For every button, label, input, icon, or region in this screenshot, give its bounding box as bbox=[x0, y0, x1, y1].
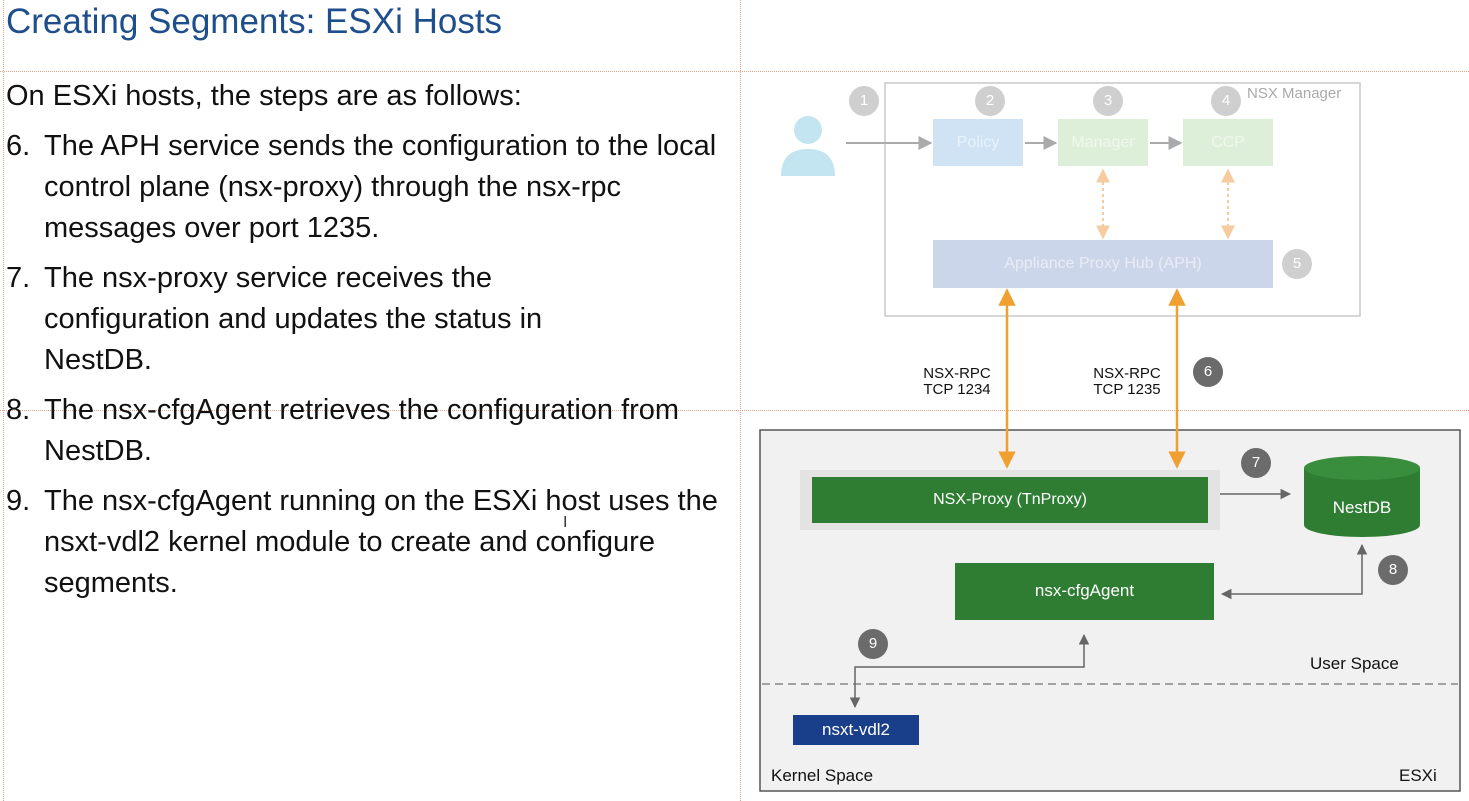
step-number: 6. bbox=[6, 130, 31, 162]
rpc-1235-protocol: NSX-RPC bbox=[1093, 365, 1161, 382]
step-badge-7: 7 bbox=[1241, 448, 1271, 478]
step-item: 9. The nsx-cfgAgent running on the ESXi … bbox=[6, 481, 724, 604]
step-badge-6: 6 bbox=[1193, 357, 1223, 387]
rpc-1235-port: TCP 1235 bbox=[1093, 381, 1161, 398]
nsx-manager-label: NSX Manager bbox=[1247, 85, 1342, 102]
policy-label: Policy bbox=[956, 134, 1000, 151]
step-number: 7. bbox=[6, 262, 31, 294]
aph-label: Appliance Proxy Hub (APH) bbox=[1004, 255, 1202, 272]
rpc-1234-label: NSX-RPC TCP 1234 bbox=[912, 366, 1002, 398]
rpc-1234-port: TCP 1234 bbox=[923, 381, 991, 398]
step-number: 9. bbox=[6, 485, 31, 517]
step-badge-1: 1 bbox=[849, 86, 879, 116]
step-item: 6. The APH service sends the configurati… bbox=[6, 126, 724, 249]
rpc-1235-label: NSX-RPC TCP 1235 bbox=[1082, 366, 1172, 398]
step-item: 8. The nsx-cfgAgent retrieves the config… bbox=[6, 390, 724, 472]
page-title: Creating Segments: ESXi Hosts bbox=[6, 2, 503, 41]
cfgagent-nestdb-arrow bbox=[1220, 543, 1368, 600]
step-badge-5: 5 bbox=[1282, 249, 1312, 279]
step-number: 8. bbox=[6, 394, 31, 426]
kernel-space-label: Kernel Space bbox=[771, 766, 874, 785]
aph-box bbox=[933, 240, 1273, 288]
vdl2-box bbox=[793, 715, 919, 745]
user-icon bbox=[781, 116, 835, 176]
cfgagent-vdl2-arrow bbox=[849, 633, 1090, 709]
nsx-proxy-box bbox=[812, 477, 1208, 523]
cfg-agent-label: nsx-cfgAgent bbox=[1034, 581, 1135, 600]
step-text: The APH service sends the configuration … bbox=[44, 130, 717, 244]
ccp-label: CCP bbox=[1211, 134, 1245, 151]
slide-guide-middle bbox=[740, 0, 741, 801]
nsx-proxy-label: NSX-Proxy (TnProxy) bbox=[933, 491, 1087, 508]
step-badge-8: 8 bbox=[1378, 555, 1408, 585]
esxi-label: ESXi bbox=[1399, 766, 1437, 785]
slide-guide-left bbox=[3, 0, 4, 801]
nestdb-cylinder bbox=[1304, 456, 1420, 537]
nestdb-label: NestDB bbox=[1332, 498, 1392, 517]
step-badge-9: 9 bbox=[858, 629, 888, 659]
policy-box bbox=[933, 119, 1023, 166]
ccp-box bbox=[1183, 119, 1273, 166]
step-text: The nsx-cfgAgent running on the ESXi hos… bbox=[44, 485, 718, 599]
rpc-1234-protocol: NSX-RPC bbox=[923, 365, 991, 382]
manager-label: Manager bbox=[1071, 134, 1135, 151]
step-badge-3: 3 bbox=[1093, 86, 1123, 116]
step-badge-4: 4 bbox=[1211, 86, 1241, 116]
step-text: The nsx-proxy service receives the confi… bbox=[44, 262, 543, 376]
text-cursor-icon: I bbox=[563, 514, 568, 531]
step-badge-2: 2 bbox=[975, 86, 1005, 116]
intro-text: On ESXi hosts, the steps are as follows: bbox=[6, 80, 522, 112]
user-space-label: User Space bbox=[1310, 654, 1399, 673]
step-item: 7. The nsx-proxy service receives the co… bbox=[6, 258, 644, 381]
slide-guide-mid bbox=[0, 410, 1469, 411]
step-text: The nsx-cfgAgent retrieves the configura… bbox=[44, 394, 680, 467]
slide-guide-top bbox=[0, 71, 1469, 72]
vdl2-label: nsxt-vdl2 bbox=[821, 720, 891, 739]
cfg-agent-box bbox=[955, 563, 1214, 620]
manager-box bbox=[1058, 119, 1148, 166]
